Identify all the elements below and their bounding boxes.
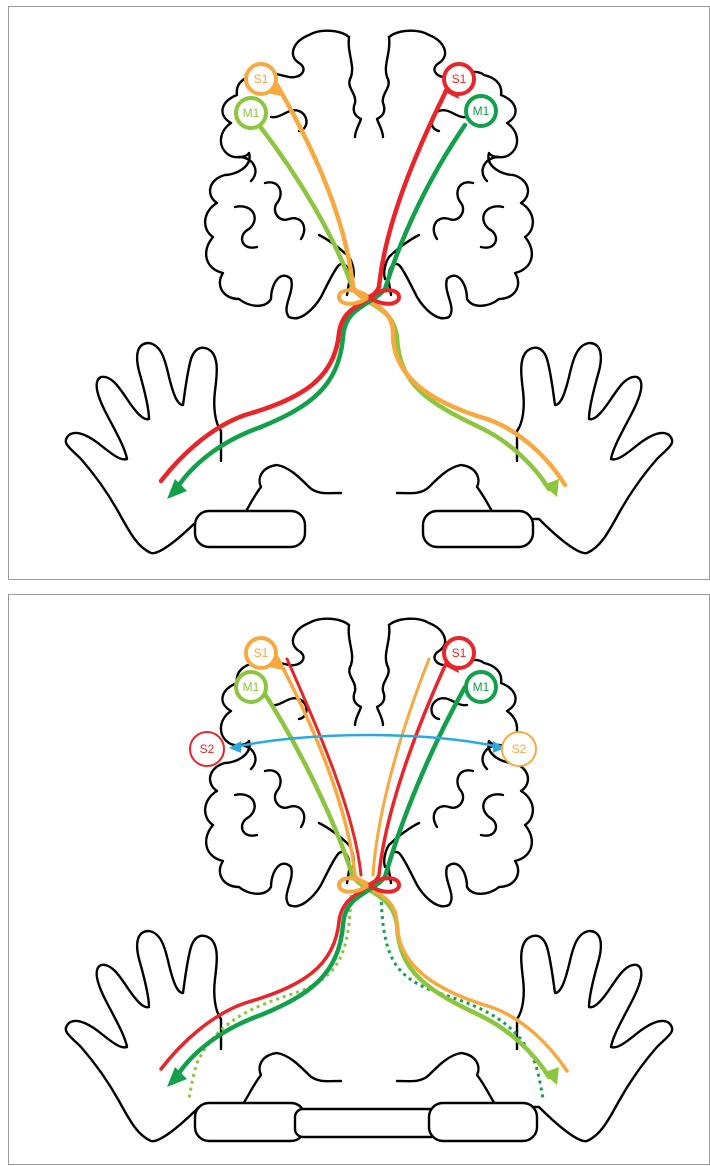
- dark-green-arrowhead: [167, 479, 187, 499]
- right-sulcus-3: [481, 794, 503, 835]
- right-hand-device: [429, 1103, 537, 1141]
- left-sulcus-4: [265, 182, 304, 239]
- pathway-light-green: [259, 125, 549, 489]
- right-sulcus-4: [434, 182, 473, 239]
- left-hemisphere-outline: [205, 31, 349, 319]
- left-hand-device: [195, 511, 305, 547]
- device-connector: [295, 1109, 439, 1137]
- top-diagram: S1 M1 S1 M1: [9, 7, 710, 581]
- left-midline: [349, 37, 361, 137]
- left-s1-label: S1: [254, 72, 269, 86]
- right-sulcus-3: [481, 206, 503, 247]
- left-s2-label: S2: [200, 742, 215, 756]
- left-m1-label: M1: [243, 106, 260, 120]
- left-s1-label: S1: [254, 646, 269, 660]
- right-m1-label: M1: [473, 104, 490, 118]
- pathway-orange-b: [373, 659, 429, 875]
- right-s2-label: S2: [512, 742, 527, 756]
- right-s1-label: S1: [452, 646, 467, 660]
- left-midline: [349, 625, 361, 725]
- bottom-diagram: S1 M1 S1 M1 S2 S2: [9, 595, 710, 1166]
- pathway-red: [161, 85, 449, 481]
- pathway-dark-green: [175, 125, 465, 491]
- right-s1-label: S1: [452, 72, 467, 86]
- right-sulcus-4: [434, 770, 473, 827]
- right-midline: [377, 625, 389, 725]
- right-m1-label: M1: [473, 680, 490, 694]
- left-sulcus-3: [235, 206, 257, 247]
- left-sulcus-3: [235, 794, 257, 835]
- dark-green-arrowhead: [167, 1067, 187, 1087]
- top-panel: S1 M1 S1 M1: [8, 6, 710, 580]
- left-m1-label: M1: [243, 680, 260, 694]
- bottom-panel: S1 M1 S1 M1 S2 S2: [8, 594, 710, 1165]
- left-sulcus-4: [265, 770, 304, 827]
- left-hand-device: [195, 1103, 305, 1141]
- right-hand-device: [423, 511, 533, 547]
- s2-connection-line: [235, 735, 499, 747]
- right-midline: [377, 37, 389, 137]
